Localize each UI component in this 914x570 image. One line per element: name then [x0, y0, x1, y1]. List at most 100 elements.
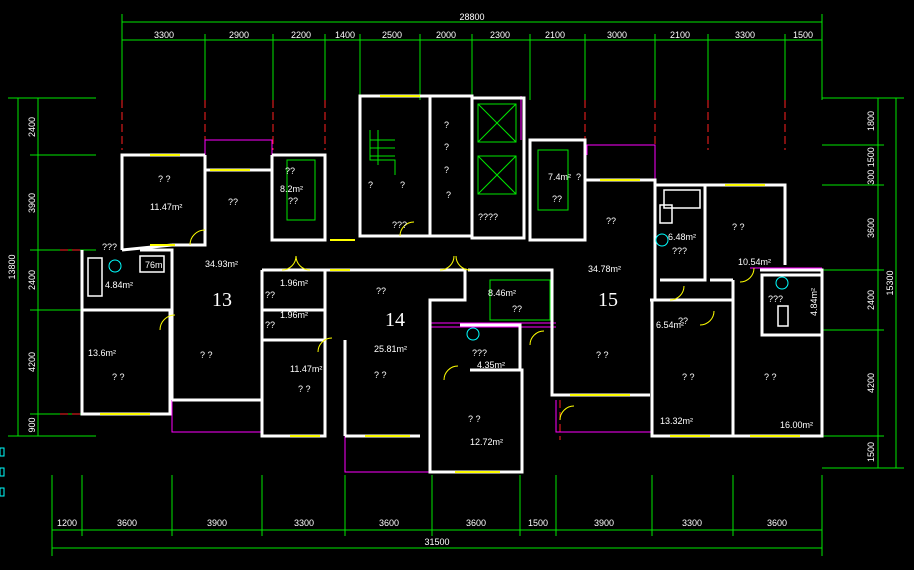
room-name: ? ? — [200, 350, 213, 360]
bottom-dim-8: 3900 — [594, 518, 614, 528]
room-name: ?? — [552, 194, 562, 204]
room-area: 11.47m² — [150, 202, 182, 212]
balcony-outlines — [171, 96, 822, 473]
room-name: ??? — [102, 242, 117, 252]
room-area: 16.00m² — [780, 420, 813, 430]
room-name: ???? — [478, 212, 498, 222]
room-name: ? — [400, 180, 405, 190]
room-name: ? — [444, 165, 449, 175]
room-name: ?? — [376, 286, 386, 296]
room-name: ? ? — [732, 222, 745, 232]
room-area: 13.32m² — [660, 416, 693, 426]
bottom-dim-7: 1500 — [528, 518, 548, 528]
top-dim-5: 2500 — [382, 30, 402, 40]
sanitary-fixtures — [87, 189, 789, 341]
left-dim-5: 900 — [27, 417, 37, 432]
top-dim-2: 2900 — [229, 30, 249, 40]
room-name: ?? — [285, 166, 295, 176]
windows — [100, 95, 800, 473]
right-total-dim: 15300 — [885, 270, 895, 295]
bottom-dim-10: 3600 — [767, 518, 787, 528]
right-dim-2: 300 1500 — [866, 147, 876, 185]
room-area: 34.93m² — [205, 259, 238, 269]
room-name: ? ? — [112, 372, 125, 382]
left-dim-3: 2400 — [27, 270, 37, 290]
room-name: ?? — [228, 197, 238, 207]
top-dim-8: 2100 — [545, 30, 565, 40]
right-dim-3: 3600 — [866, 218, 876, 238]
room-area: 1.96m² — [280, 310, 308, 320]
left-dimension-chain: 13800 2400 3900 2400 4200 900 — [7, 97, 96, 437]
room-name: ??? — [672, 246, 687, 256]
room-area: 10.54m² — [738, 257, 771, 267]
unit-number-13: 13 — [212, 289, 232, 311]
bottom-dim-4: 3300 — [294, 518, 314, 528]
top-dim-1: 3300 — [154, 30, 174, 40]
room-name: ??? — [768, 294, 783, 304]
room-name: ??? — [392, 220, 407, 230]
unit-number-15: 15 — [598, 289, 618, 311]
room-area: 8.2m² — [280, 184, 303, 194]
room-name: ?? — [288, 196, 298, 206]
room-name: ? — [576, 172, 581, 182]
top-dim-12: 1500 — [793, 30, 813, 40]
room-name: ? — [444, 142, 449, 152]
bottom-dim-3: 3900 — [207, 518, 227, 528]
unit-number-14: 14 — [385, 309, 405, 331]
room-name: ?? — [512, 304, 522, 314]
room-name: ? — [444, 120, 449, 130]
room-name: ?? — [265, 320, 275, 330]
room-area: 6.48m² — [668, 232, 696, 242]
room-area: 12.72m² — [470, 437, 503, 447]
room-name: ?? — [265, 290, 275, 300]
room-area: 34.78m² — [588, 264, 621, 274]
room-name: ? — [446, 190, 451, 200]
room-labels: 11.47m² 8.2m² 34.93m² 7.4m² 34.78m² 6.48… — [88, 120, 819, 447]
room-area: 13.6m² — [88, 348, 116, 358]
door-swings — [159, 221, 755, 421]
left-total-dim: 13800 — [7, 254, 17, 279]
room-area: 11.47m² — [290, 364, 322, 374]
room-area: 4.35m² — [477, 360, 505, 370]
room-name: ?? — [606, 216, 616, 226]
room-area: 4.84m² — [105, 280, 133, 290]
room-name: ? ? — [158, 174, 171, 184]
left-edge-markers — [0, 447, 5, 497]
right-dim-1: 1800 — [866, 111, 876, 131]
right-dim-4: 2400 — [866, 290, 876, 310]
room-name: ? ? — [374, 370, 387, 380]
bottom-dim-1: 1200 — [57, 518, 77, 528]
top-dim-7: 2300 — [490, 30, 510, 40]
right-dim-6: 1500 — [866, 442, 876, 462]
room-name: ??? — [472, 348, 487, 358]
top-dimension-chain: 28800 3300 2900 2200 1400 2500 2000 2300… — [121, 12, 823, 100]
left-dim-4: 4200 — [27, 352, 37, 372]
top-dim-4: 1400 — [335, 30, 355, 40]
room-area: 6.54m² — [656, 320, 684, 330]
room-area: 1.96m² — [280, 278, 308, 288]
room-name: ? ? — [682, 372, 695, 382]
top-dim-6: 2000 — [436, 30, 456, 40]
bottom-dimension-chain: 1200 3600 3900 3300 3600 3600 1500 3900 … — [51, 475, 823, 556]
top-total-dim: 28800 — [459, 12, 484, 22]
room-area: 25.81m² — [374, 344, 407, 354]
room-area: 7.4m² — [548, 172, 571, 182]
walls — [80, 94, 824, 474]
bottom-dim-6: 3600 — [466, 518, 486, 528]
top-dim-11: 3300 — [735, 30, 755, 40]
stair-and-elevators — [286, 103, 569, 321]
room-name: ? — [368, 180, 373, 190]
left-dim-2: 3900 — [27, 193, 37, 213]
room-area: 4.84m² — [809, 288, 819, 316]
top-dim-9: 3000 — [607, 30, 627, 40]
bottom-total-dim: 31500 — [424, 537, 449, 547]
room-name: ? ? — [764, 372, 777, 382]
bottom-dim-9: 3300 — [682, 518, 702, 528]
room-area: 8.46m² — [488, 288, 516, 298]
room-name: ? ? — [468, 414, 481, 424]
room-name: ? ? — [298, 384, 311, 394]
room-name: ?? — [678, 316, 688, 326]
right-dimension-chain: 15300 1800 300 1500 3600 2400 4200 1500 — [822, 97, 904, 469]
room-area: 76m — [145, 260, 163, 270]
